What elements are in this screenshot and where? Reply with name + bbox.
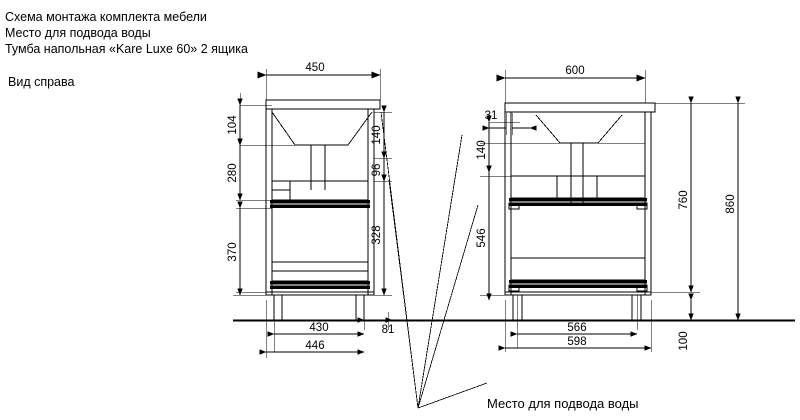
label-600: 600 xyxy=(565,65,584,77)
label-566: 566 xyxy=(567,322,586,334)
label-104: 104 xyxy=(227,115,239,135)
label-96: 96 xyxy=(371,164,383,177)
dimension-text-group: 450 104 280 370 140 96 328 430 446 81 60… xyxy=(227,62,737,352)
label-546: 546 xyxy=(476,228,488,247)
title-line-1: Схема монтажа комплекта мебели xyxy=(5,10,207,24)
label-598: 598 xyxy=(567,336,586,348)
label-140-left: 140 xyxy=(371,125,383,144)
label-328: 328 xyxy=(371,225,383,244)
label-860: 860 xyxy=(725,194,737,213)
label-760: 760 xyxy=(678,190,690,209)
callout-label: Место для подвода воды xyxy=(487,396,639,411)
label-450: 450 xyxy=(305,62,324,74)
title-line-3: Тумба напольная «Kare Luxe 60» 2 ящика xyxy=(5,42,248,56)
label-100: 100 xyxy=(678,331,690,350)
label-31: 31 xyxy=(485,110,498,122)
label-81: 81 xyxy=(382,324,395,336)
label-140-right: 140 xyxy=(476,140,488,159)
label-430: 430 xyxy=(309,322,328,334)
label-280: 280 xyxy=(227,163,239,182)
label-446: 446 xyxy=(305,340,324,352)
callout-leader-lines xyxy=(380,111,488,409)
view-label-right: Вид справа xyxy=(8,75,75,89)
title-line-2: Место для подвода воды xyxy=(5,26,151,40)
label-370: 370 xyxy=(227,242,239,261)
